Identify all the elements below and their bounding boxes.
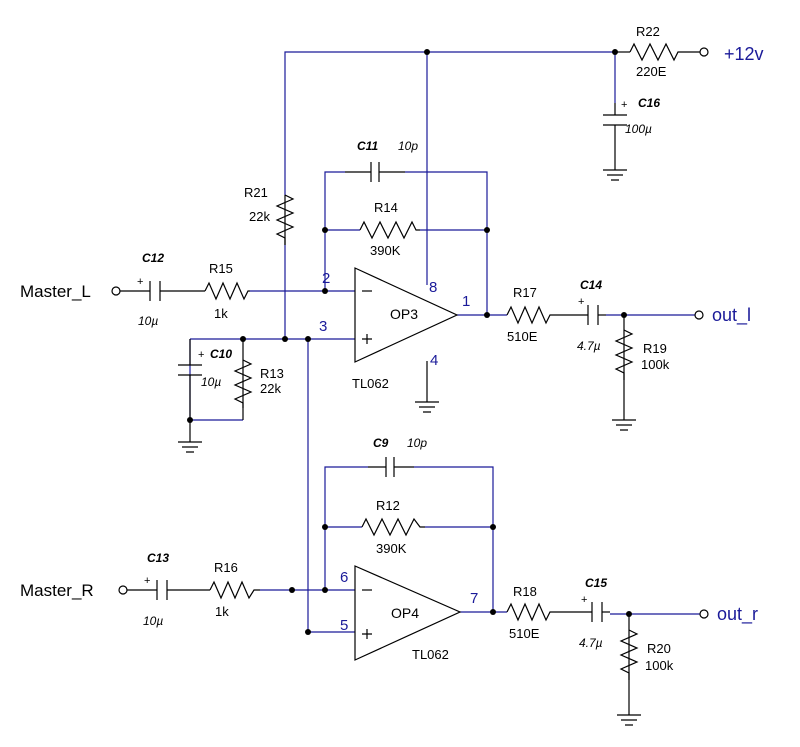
r19-name: R19	[643, 341, 667, 356]
r14-name: R14	[374, 200, 398, 215]
r22-value: 220E	[636, 64, 667, 79]
resistor-r16	[209, 580, 260, 600]
op4-pin-inv: 6	[340, 569, 348, 586]
input-left-label: Master_L	[20, 282, 91, 301]
op4-pin-noninv: 5	[340, 617, 348, 634]
resistor-r14	[359, 220, 420, 240]
op3-pin-vminus: 4	[430, 352, 438, 369]
c12-value: 10µ	[138, 314, 158, 328]
capacitor-c13	[156, 580, 168, 600]
c14-name: C14	[580, 278, 602, 292]
output-left-label: out_l	[712, 305, 751, 326]
resistor-r17	[506, 305, 552, 325]
capacitor-c9	[368, 457, 414, 477]
capacitor-c14	[587, 305, 599, 325]
c16-polarity: +	[621, 99, 627, 111]
r13-name: R13	[260, 366, 284, 381]
resistor-r12	[361, 517, 425, 537]
c13-name: C13	[147, 551, 169, 565]
capacitor-c12	[149, 281, 161, 301]
capacitor-symbols	[149, 103, 627, 622]
c16-name: C16	[638, 96, 660, 110]
opamp-op3	[354, 267, 459, 363]
vcc-label: +12v	[724, 44, 764, 64]
r16-value: 1k	[215, 604, 229, 619]
resistor-r21	[275, 194, 295, 245]
resistor-r13	[233, 359, 253, 408]
r17-name: R17	[513, 285, 537, 300]
op3-pin-inv: 2	[322, 270, 330, 287]
resistor-r20	[619, 629, 639, 680]
resistor-symbols	[204, 42, 682, 680]
r20-value: 100k	[645, 658, 674, 673]
c16-value: 100µ	[625, 122, 652, 136]
ground-icon	[617, 714, 641, 726]
c10-name: C10	[210, 347, 232, 361]
r22-name: R22	[636, 24, 660, 39]
component-leads	[120, 51, 700, 715]
capacitor-c11	[345, 162, 405, 182]
polarity-marks: + + + + + +	[137, 99, 627, 606]
ground-icon	[178, 420, 202, 453]
c15-polarity: +	[581, 594, 587, 606]
terminal-connectors	[111, 47, 709, 619]
op4-part: TL062	[412, 647, 449, 662]
c10-value: 10µ	[201, 375, 221, 389]
c9-name: C9	[373, 436, 389, 450]
r19-value: 100k	[641, 357, 670, 372]
ground-icon	[603, 169, 627, 181]
c11-value: 10p	[398, 139, 418, 153]
op3-pin-vplus: 8	[429, 279, 437, 296]
c15-name: C15	[585, 576, 607, 590]
r18-name: R18	[513, 584, 537, 599]
r21-name: R21	[244, 185, 268, 200]
resistor-r18	[506, 602, 552, 622]
resistor-r19	[614, 329, 634, 380]
op4-pin-out: 7	[470, 590, 478, 607]
c12-name: C12	[142, 251, 164, 265]
op4-name: OP4	[391, 605, 419, 621]
r17-value: 510E	[507, 329, 538, 344]
c9-value: 10p	[407, 436, 427, 450]
c13-value: 10µ	[143, 614, 163, 628]
capacitor-c15	[591, 602, 603, 622]
op3-pin-out: 1	[462, 293, 470, 310]
c11-name: C11	[357, 139, 378, 153]
ground-icon	[415, 401, 439, 413]
ground-icon	[612, 419, 636, 431]
output-right-label: out_r	[717, 604, 758, 625]
capacitor-c16	[603, 103, 627, 126]
ground-symbols	[178, 169, 641, 726]
r21-value: 22k	[249, 209, 270, 224]
resistor-r15	[204, 281, 250, 301]
r15-name: R15	[209, 261, 233, 276]
c14-polarity: +	[578, 296, 584, 308]
op3-part: TL062	[352, 376, 389, 391]
r12-name: R12	[376, 498, 400, 513]
capacitor-c10	[178, 339, 202, 385]
input-right-label: Master_R	[20, 581, 94, 600]
r18-value: 510E	[509, 626, 540, 641]
c12-polarity: +	[137, 276, 143, 288]
op3-pin-noninv: 3	[319, 318, 327, 335]
r15-value: 1k	[214, 306, 228, 321]
r13-value: 22k	[260, 381, 281, 396]
r16-name: R16	[214, 560, 238, 575]
junction-dots	[187, 49, 632, 635]
r12-value: 390K	[376, 541, 407, 556]
c10-polarity: +	[198, 349, 204, 361]
resistor-r22	[629, 42, 682, 62]
c13-polarity: +	[144, 575, 150, 587]
op3-name: OP3	[390, 306, 418, 322]
c15-value: 4.7µ	[579, 636, 603, 650]
r14-value: 390K	[370, 243, 401, 258]
c14-value: 4.7µ	[577, 339, 601, 353]
opamp-op4	[354, 565, 462, 661]
r20-name: R20	[647, 641, 671, 656]
